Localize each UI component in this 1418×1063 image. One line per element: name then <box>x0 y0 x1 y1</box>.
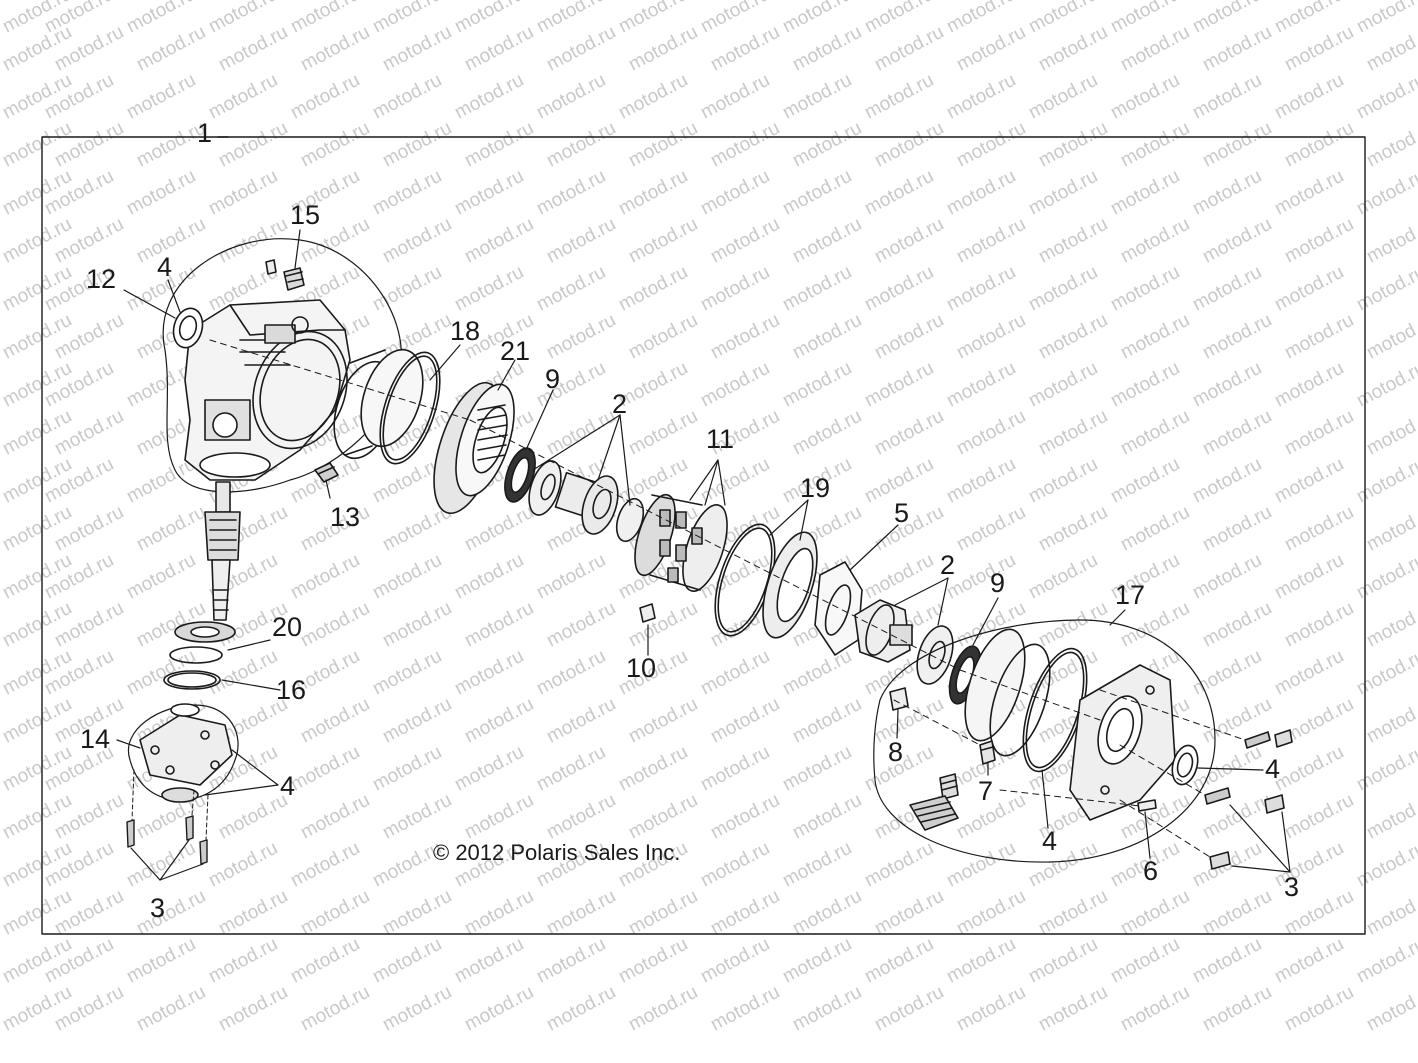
callout-17: 17 <box>1115 580 1146 610</box>
callout-4: 4 <box>157 252 173 282</box>
callout-1: 1 <box>197 118 213 148</box>
callout-4: 4 <box>1042 826 1058 856</box>
oring-16-a <box>169 646 223 664</box>
center-axis <box>209 339 1246 858</box>
bearings-2-right <box>854 599 954 685</box>
callout-11: 11 <box>706 424 735 454</box>
armature-plate-19 <box>762 531 818 639</box>
plug-13 <box>314 462 339 483</box>
callout-7: 7 <box>978 776 994 806</box>
callout-15: 15 <box>290 200 321 230</box>
seal-4-cover <box>1171 744 1199 786</box>
bearing-cup-right <box>964 628 1051 757</box>
callout-2: 2 <box>940 550 956 580</box>
callout-10: 10 <box>626 653 657 683</box>
part-8 <box>889 687 909 711</box>
plug-15 <box>283 267 305 291</box>
callout-2: 2 <box>612 389 628 419</box>
callout-6: 6 <box>1143 856 1159 886</box>
ring-gear-21 <box>433 381 515 515</box>
spring <box>939 773 959 800</box>
plate-5 <box>814 561 863 656</box>
callout-16: 16 <box>276 675 307 705</box>
callout-3: 3 <box>1284 872 1300 902</box>
callout-4: 4 <box>1265 754 1281 784</box>
main-housing <box>184 299 351 481</box>
callout-5: 5 <box>894 498 910 528</box>
bearing-20 <box>174 621 236 643</box>
callout-8: 8 <box>888 737 904 767</box>
bolts-3-right <box>1204 729 1293 870</box>
coil-block <box>909 795 959 831</box>
callout-3: 3 <box>150 893 166 923</box>
callout-13: 13 <box>330 502 361 532</box>
pinion-shaft <box>204 481 241 621</box>
callout-9: 9 <box>545 364 561 394</box>
fitting-7 <box>979 740 996 765</box>
oring-18 <box>379 351 441 465</box>
pin-10 <box>639 603 656 623</box>
seal-12 <box>172 307 204 349</box>
callout-4: 4 <box>280 771 296 801</box>
callout-14: 14 <box>80 724 111 754</box>
seal-9-left <box>504 447 536 503</box>
callout-20: 20 <box>272 612 303 642</box>
callout-12: 12 <box>86 264 117 294</box>
bolts-3-left <box>131 769 209 841</box>
cover-17 <box>1069 664 1176 821</box>
callout-21: 21 <box>500 336 531 366</box>
oring-16-b <box>163 670 221 690</box>
pin-6 <box>1137 799 1157 812</box>
diagram-frame <box>41 136 1366 935</box>
callout-18: 18 <box>450 316 481 346</box>
bearing-cup-18 <box>333 348 424 460</box>
leader-lines <box>116 229 1291 881</box>
pinion-cover <box>139 703 233 803</box>
copyright-text: © 2012 Polaris Sales Inc. <box>433 840 681 865</box>
cover-group-outline <box>873 619 1216 863</box>
callout-9: 9 <box>990 568 1006 598</box>
callout-19: 19 <box>800 473 831 503</box>
